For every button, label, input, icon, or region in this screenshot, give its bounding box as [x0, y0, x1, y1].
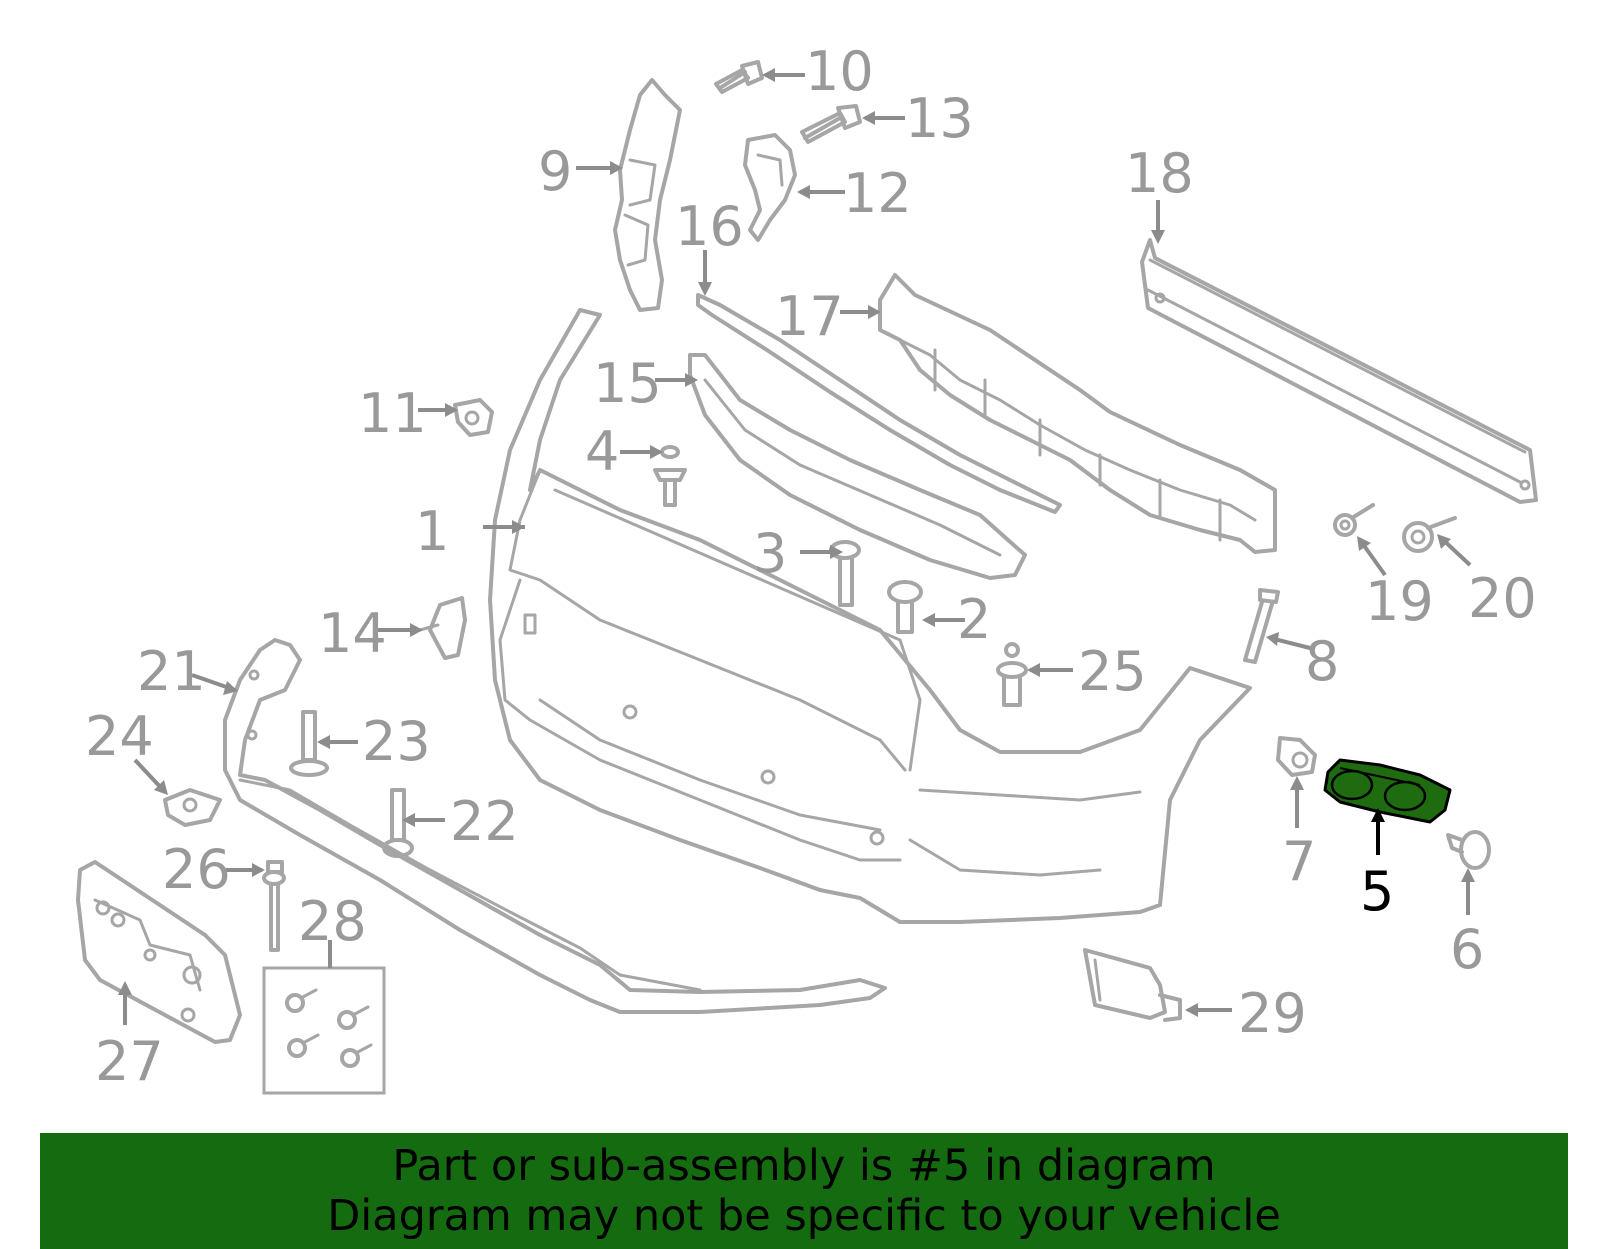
part-10-bolt [714, 60, 764, 94]
part-6-pin [1446, 830, 1491, 870]
callout-19: 19 [1365, 570, 1434, 633]
callout-3: 3 [753, 522, 787, 585]
part-21-lower-valance [223, 638, 887, 1014]
part-9-bracket [613, 78, 682, 312]
part-27-plate-bracket [76, 860, 242, 1044]
callout-22: 22 [450, 790, 519, 853]
part-23-bolt [289, 710, 329, 777]
callout-27: 27 [95, 1030, 164, 1093]
part-24-nut-clip [163, 788, 222, 827]
part-22-bolt [382, 788, 414, 858]
callout-2: 2 [957, 588, 991, 651]
callout-11: 11 [358, 382, 427, 445]
part-1-bumper-cover [488, 308, 1252, 924]
part-15-grille-trim [688, 353, 1027, 580]
callout-4: 4 [585, 420, 619, 483]
callout-5: 5 [1360, 860, 1394, 923]
callout-6: 6 [1450, 918, 1484, 981]
banner-line-2: Diagram may not be specific to your vehi… [327, 1191, 1281, 1241]
info-banner: Part or sub-assembly is #5 in diagram Di… [40, 1133, 1568, 1249]
part-28-bolt-kit [262, 966, 386, 1095]
callout-28: 28 [298, 890, 367, 953]
part-29-sensor [1083, 948, 1182, 1022]
callout-1: 1 [415, 500, 449, 563]
callout-24: 24 [85, 705, 154, 768]
callout-7: 7 [1282, 830, 1316, 893]
callout-18: 18 [1125, 142, 1194, 205]
callout-26: 26 [162, 838, 231, 901]
callout-13: 13 [905, 87, 974, 150]
part-8-bolt [1243, 588, 1280, 664]
callout-12: 12 [843, 162, 912, 225]
part-4-pin [653, 445, 687, 507]
part-16-upper-strip [696, 293, 1062, 514]
part-14-clip [418, 596, 467, 660]
part-18-bumper-beam [1140, 238, 1538, 504]
part-11-clip [453, 398, 494, 437]
banner-line-1: Part or sub-assembly is #5 in diagram [392, 1141, 1216, 1191]
part-19-bolt [1333, 503, 1375, 537]
callout-10: 10 [805, 40, 874, 103]
part-7-clip [1276, 736, 1317, 777]
callout-25: 25 [1078, 640, 1147, 703]
callout-20: 20 [1468, 567, 1537, 630]
leader-lines [118, 68, 1475, 1025]
callout-14: 14 [318, 602, 387, 665]
parts-diagram: 1 2 3 4 5 6 7 8 9 10 11 12 13 14 15 16 1… [76, 40, 1538, 1095]
callout-29: 29 [1238, 982, 1307, 1045]
part-26-rivet [262, 860, 286, 952]
callout-21: 21 [137, 640, 206, 703]
part-17-energy-absorber [878, 273, 1277, 554]
callout-23: 23 [362, 710, 431, 773]
callout-16: 16 [675, 195, 744, 258]
part-13-bolt [800, 104, 862, 144]
part-25-pin [996, 642, 1028, 707]
callout-15: 15 [593, 352, 662, 415]
part-12-bracket [743, 133, 797, 242]
part-2-pin [887, 580, 923, 634]
callout-17: 17 [775, 285, 844, 348]
part-5-bracket-highlighted [1323, 758, 1452, 824]
callout-8: 8 [1305, 630, 1339, 693]
part-20-bolt [1402, 516, 1457, 553]
callout-9: 9 [538, 140, 572, 203]
